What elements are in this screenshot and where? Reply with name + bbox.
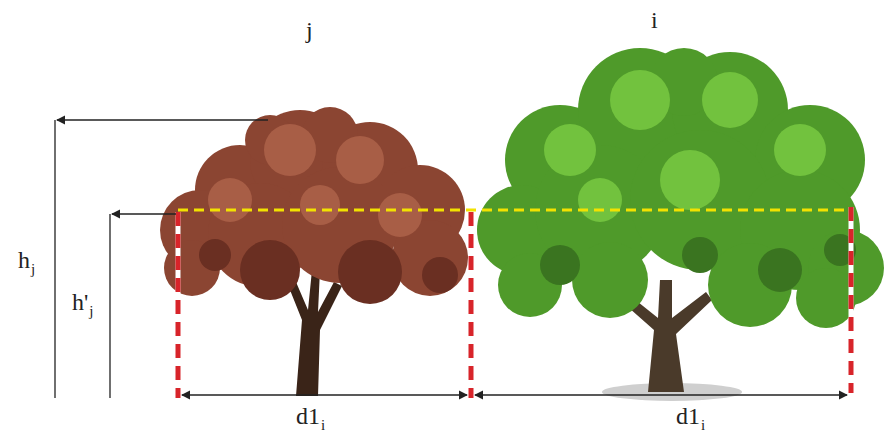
height-label: hj [18,248,35,272]
brown-tree [160,107,468,396]
green-tree [477,48,884,392]
label-text: h' [72,289,88,315]
dimension-lines [55,120,847,398]
label-text: d1 [676,403,700,429]
tree-letter: i [651,8,658,32]
subscript: i [701,417,705,433]
tree-letter: j [306,18,313,42]
label-text: j [306,17,313,43]
measure-posts [178,207,851,398]
label-text: h [18,247,30,273]
subscript: i [321,417,325,433]
distance-label: d1i [296,404,325,428]
distance-label: d1i [676,404,705,428]
subscript: j [89,303,93,319]
label-text: d1 [296,403,320,429]
height-label: h'j [72,290,94,314]
subscript: j [31,261,35,277]
height-line [178,209,851,212]
label-text: i [651,7,658,33]
